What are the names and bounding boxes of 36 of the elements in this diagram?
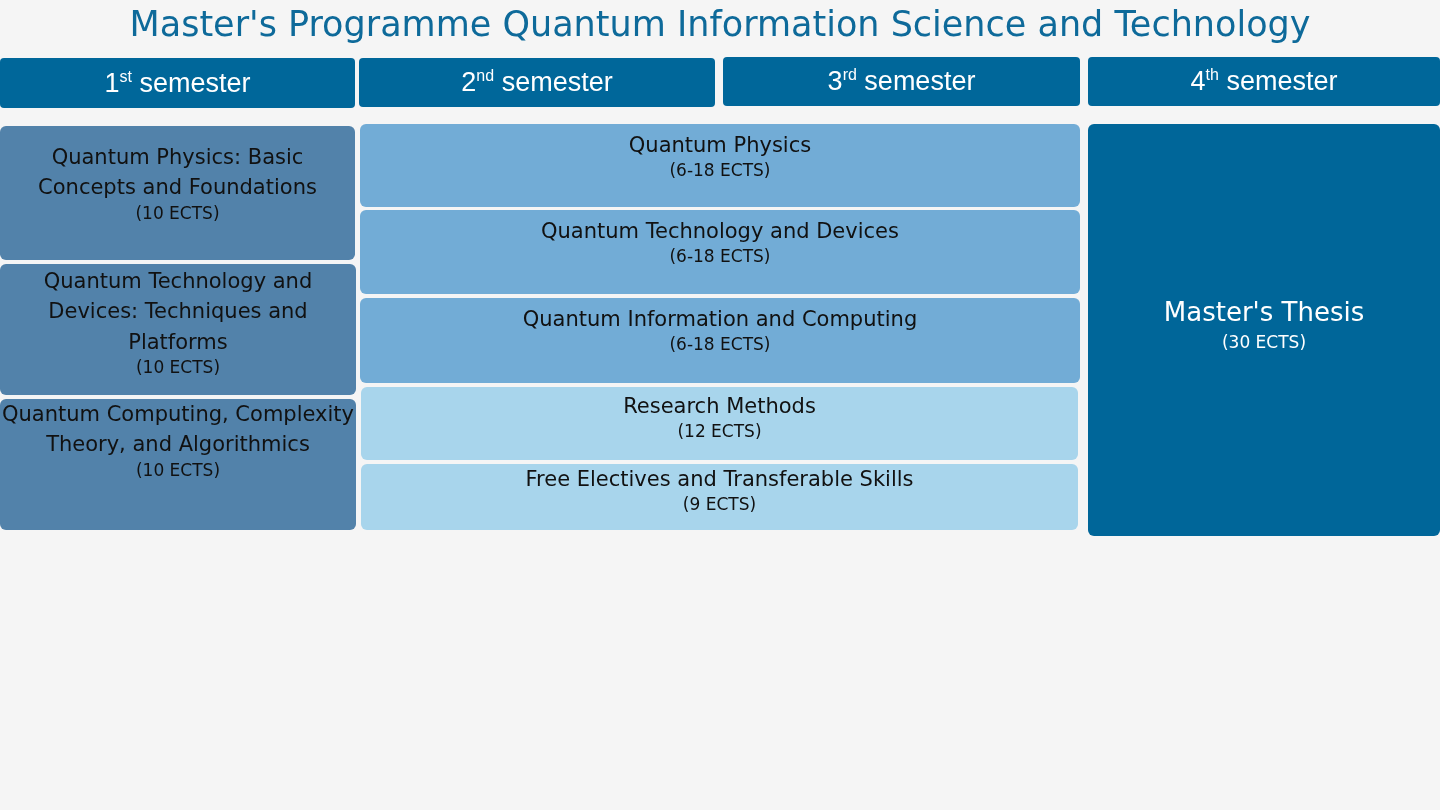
module-title: Quantum Physics: Basic Concepts and Foundations [37, 144, 318, 202]
ects-credits: (12 ECTS) [677, 421, 762, 442]
ects-credits: (9 ECTS) [682, 494, 757, 515]
semester-label: 2$^{nd}$ semester [461, 67, 613, 98]
semester-header [359, 58, 715, 107]
module-title: Quantum Physics [628, 132, 812, 159]
module-title: Quantum Computing, Complexity Theory, and Algorithmics [1, 401, 355, 459]
semester-label: 3$^{rd}$ semester [827, 66, 976, 97]
semester-header [0, 58, 355, 108]
module-title: Master's Thesis [1163, 296, 1365, 329]
module-block [361, 464, 1078, 530]
module-block [0, 264, 356, 395]
module-title: Quantum Information and Computing [522, 306, 918, 333]
module-title: Quantum Technology and Devices: Techniques and Platforms [42, 268, 314, 356]
module-block [360, 210, 1080, 294]
module-title: Quantum Technology and Devices [541, 218, 899, 245]
page-title: Master's Programme Quantum Information Science and Technology [128, 4, 1312, 44]
module-block [360, 298, 1080, 383]
ects-credits: (10 ECTS) [135, 202, 220, 223]
module-block [0, 126, 355, 260]
ects-credits: (10 ECTS) [135, 357, 221, 378]
module-title: Research Methods [623, 393, 816, 420]
module-title: Free Electives and Transferable Skills [525, 466, 914, 493]
ects-credits: (30 ECTS) [1221, 331, 1307, 352]
semester-label: 4$^{th}$ semester [1190, 66, 1338, 97]
semester-header [1088, 57, 1440, 106]
ects-credits: (6-18 ECTS) [669, 334, 771, 355]
semester-label: 1$^{st}$ semester [104, 67, 251, 99]
module-block [360, 124, 1080, 207]
module-block [0, 399, 356, 530]
module-block [361, 387, 1078, 460]
semester-header [723, 57, 1080, 106]
ects-credits: (6-18 ECTS) [669, 160, 771, 181]
ects-credits: (10 ECTS) [135, 459, 221, 480]
ects-credits: (6-18 ECTS) [669, 246, 771, 267]
thesis-block [1088, 124, 1440, 536]
